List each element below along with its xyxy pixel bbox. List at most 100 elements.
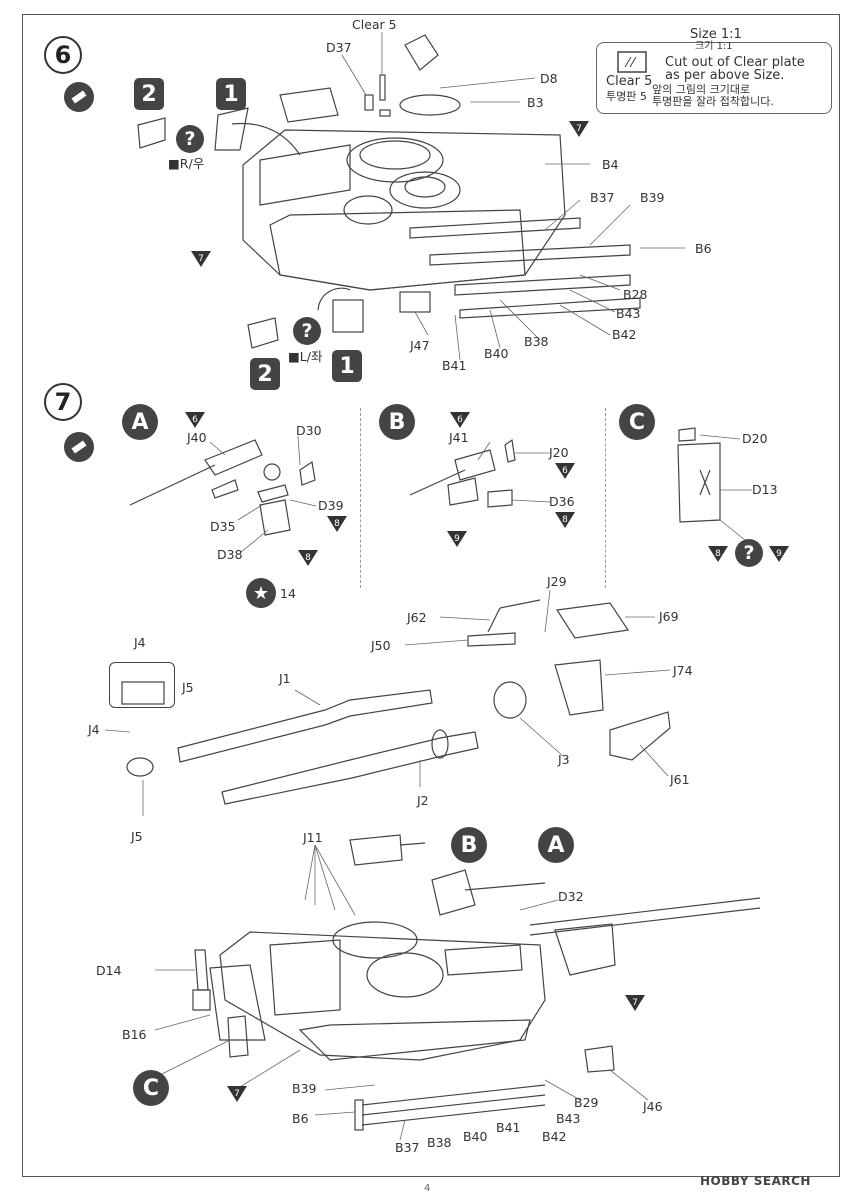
part-label: B6 bbox=[292, 1111, 309, 1126]
clear-instruction-ko-1: 앞의 그림의 크기대로 bbox=[652, 83, 751, 96]
ref-triangle-6: 6 bbox=[184, 411, 206, 429]
question-icon: ? bbox=[293, 317, 321, 345]
part-count-badge: 2 bbox=[134, 78, 164, 110]
svg-text:8: 8 bbox=[334, 519, 340, 529]
divider bbox=[605, 408, 606, 588]
part-label: D38 bbox=[217, 547, 243, 562]
question-icon: ? bbox=[735, 539, 763, 567]
star-ref-label: 14 bbox=[280, 586, 296, 601]
clear-plate-note bbox=[596, 42, 832, 114]
zoom-detail-box bbox=[109, 662, 175, 708]
part-label: B41 bbox=[496, 1120, 521, 1135]
ref-triangle-9: 9 bbox=[768, 545, 790, 563]
subassembly-c-badge: C bbox=[619, 404, 655, 440]
part-label: B6 bbox=[695, 241, 712, 256]
part-label: B29 bbox=[574, 1095, 599, 1110]
ref-triangle-7: 7 bbox=[226, 1085, 248, 1103]
part-label: J61 bbox=[670, 772, 690, 787]
ref-triangle-6: 6 bbox=[554, 462, 576, 480]
ref-triangle-8: 8 bbox=[297, 549, 319, 567]
svg-text:6: 6 bbox=[562, 466, 568, 476]
part-label: B37 bbox=[590, 190, 615, 205]
part-label: B42 bbox=[542, 1129, 567, 1144]
side-left-label: ■L/좌 bbox=[288, 349, 323, 364]
part-label: J5 bbox=[131, 829, 143, 844]
svg-text:6: 6 bbox=[457, 415, 463, 425]
part-label: D32 bbox=[558, 889, 584, 904]
svg-text:7: 7 bbox=[576, 124, 582, 134]
part-label: D13 bbox=[752, 482, 778, 497]
svg-text:6: 6 bbox=[192, 415, 198, 425]
part-label: J47 bbox=[410, 338, 430, 353]
part-count-badge: 2 bbox=[250, 358, 280, 390]
part-label: J3 bbox=[558, 752, 570, 767]
part-label: B37 bbox=[395, 1140, 420, 1155]
part-label: B40 bbox=[463, 1129, 488, 1144]
ref-triangle-8: 8 bbox=[554, 511, 576, 529]
step-7-marker: 7 bbox=[44, 383, 82, 421]
side-right-label: ■R/우 bbox=[168, 156, 205, 171]
part-label: J40 bbox=[187, 430, 207, 445]
ref-triangle-7: 7 bbox=[568, 120, 590, 138]
part-label: B41 bbox=[442, 358, 467, 373]
part-label: B3 bbox=[527, 95, 544, 110]
clear-label: Clear 5 bbox=[606, 74, 653, 89]
clear-label-ko: 투명판 5 bbox=[606, 90, 647, 103]
watermark: HOBBY SEARCH bbox=[700, 1174, 811, 1188]
divider bbox=[360, 408, 361, 588]
part-label: J62 bbox=[407, 610, 427, 625]
subassembly-a-badge: A bbox=[538, 827, 574, 863]
page-number: 4 bbox=[424, 1183, 431, 1194]
part-label: B28 bbox=[623, 287, 648, 302]
part-count-badge: 1 bbox=[216, 78, 246, 110]
step6-turret-drawing bbox=[137, 32, 685, 361]
part-label: J29 bbox=[547, 574, 567, 589]
ref-triangle-8: 8 bbox=[707, 545, 729, 563]
turret-final-drawing bbox=[149, 834, 761, 1141]
part-label: B42 bbox=[612, 327, 637, 342]
part-label: D14 bbox=[96, 963, 122, 978]
part-label: J1 bbox=[279, 671, 291, 686]
pencil-icon bbox=[64, 82, 94, 112]
part-label: J4 bbox=[134, 635, 146, 650]
clear-size-title-ko: 크기 1:1 bbox=[695, 41, 733, 52]
svg-text:9: 9 bbox=[454, 534, 460, 544]
main-gun-drawing bbox=[104, 589, 671, 816]
part-label: D36 bbox=[549, 494, 575, 509]
ref-triangle-7: 7 bbox=[624, 994, 646, 1012]
part-label: J5 bbox=[182, 680, 194, 695]
step7-subassembly-drawings bbox=[129, 427, 752, 554]
pencil-icon bbox=[64, 432, 94, 462]
part-label: J11 bbox=[303, 830, 323, 845]
part-label: D39 bbox=[318, 498, 344, 513]
part-label: J69 bbox=[659, 609, 679, 624]
ref-triangle-7: 7 bbox=[190, 250, 212, 268]
part-label: B16 bbox=[122, 1027, 147, 1042]
part-label: D20 bbox=[742, 431, 768, 446]
ref-triangle-8: 8 bbox=[326, 515, 348, 533]
part-label-clear5: Clear 5 bbox=[352, 17, 397, 32]
ref-triangle-6: 6 bbox=[449, 411, 471, 429]
part-label: J46 bbox=[643, 1099, 663, 1114]
part-count-badge: 1 bbox=[332, 350, 362, 382]
svg-text:8: 8 bbox=[715, 549, 721, 559]
clear-instruction-ko-2: 투명판을 잘라 접착합니다. bbox=[652, 95, 774, 108]
part-label: J50 bbox=[371, 638, 391, 653]
part-label: B40 bbox=[484, 346, 509, 361]
star-icon: ★ bbox=[246, 578, 276, 608]
subassembly-b-badge: B bbox=[379, 404, 415, 440]
part-label: B4 bbox=[602, 157, 619, 172]
clear-size-title: Size 1:1 bbox=[690, 27, 742, 42]
subassembly-b-badge: B bbox=[451, 827, 487, 863]
svg-text:7: 7 bbox=[198, 254, 204, 264]
part-label: B43 bbox=[616, 306, 641, 321]
part-label: J4 bbox=[88, 722, 100, 737]
part-label: D30 bbox=[296, 423, 322, 438]
part-label: J41 bbox=[449, 430, 469, 445]
svg-text:8: 8 bbox=[305, 553, 311, 563]
subassembly-a-badge: A bbox=[122, 404, 158, 440]
clear-instruction-1: Cut out of Clear plate bbox=[665, 55, 805, 70]
step-6-marker: 6 bbox=[44, 36, 82, 74]
part-label: J74 bbox=[673, 663, 693, 678]
part-label: B43 bbox=[556, 1111, 581, 1126]
